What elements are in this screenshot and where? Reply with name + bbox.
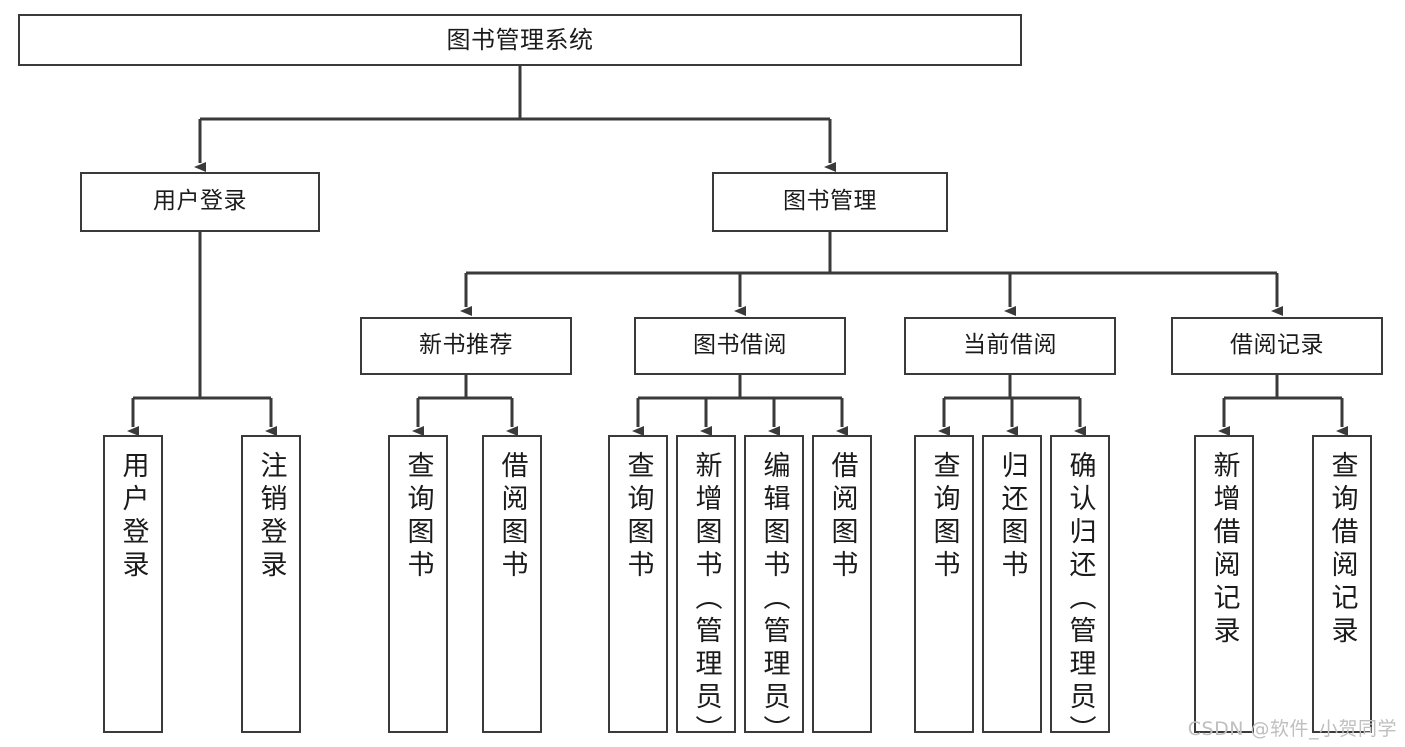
node-borrow-record[interactable]: 借阅记录 (1171, 317, 1383, 375)
leaf-borrow-add-book-admin[interactable]: 新增图书（管理员） (676, 435, 736, 747)
node-label: 查询图书 (402, 451, 434, 583)
node-new-book-recommend[interactable]: 新书推荐 (360, 317, 572, 375)
node-label: 查询图书 (622, 451, 654, 583)
node-book-management[interactable]: 图书管理 (712, 172, 948, 232)
node-user-login[interactable]: 用户登录 (80, 172, 320, 232)
leaf-current-return-book[interactable]: 归还图书 (982, 435, 1042, 733)
node-label: 借阅图书 (496, 451, 528, 583)
node-label: 注销登录 (255, 451, 287, 583)
node-label: 借阅记录 (1230, 332, 1324, 359)
leaf-recommend-borrow-book[interactable]: 借阅图书 (482, 435, 542, 733)
node-label: 用户登录 (153, 188, 247, 215)
leaf-user-login-login[interactable]: 用户登录 (103, 435, 163, 733)
node-label: 新增图书（管理员） (690, 451, 722, 747)
node-label: 借阅图书 (826, 451, 858, 583)
node-label: 当前借阅 (963, 332, 1057, 359)
leaf-user-login-logout[interactable]: 注销登录 (241, 435, 301, 733)
node-label: 图书借阅 (693, 332, 787, 359)
node-label: 归还图书 (996, 451, 1028, 583)
node-label: 用户登录 (117, 451, 149, 583)
leaf-borrow-borrow-book[interactable]: 借阅图书 (812, 435, 872, 733)
node-label: 图书管理 (783, 188, 877, 215)
leaf-borrow-edit-book-admin[interactable]: 编辑图书（管理员） (744, 435, 804, 747)
node-current-borrow[interactable]: 当前借阅 (904, 317, 1116, 375)
node-root-book-management-system[interactable]: 图书管理系统 (18, 14, 1022, 66)
node-label: 新增借阅记录 (1208, 451, 1240, 649)
node-label: 查询图书 (928, 451, 960, 583)
node-label: 确认归还（管理员） (1064, 451, 1096, 747)
node-book-borrow[interactable]: 图书借阅 (634, 317, 846, 375)
leaf-borrow-query-book[interactable]: 查询图书 (608, 435, 668, 733)
node-label: 编辑图书（管理员） (758, 451, 790, 747)
node-label: 新书推荐 (419, 332, 513, 359)
leaf-current-query-book[interactable]: 查询图书 (914, 435, 974, 733)
leaf-recommend-query-book[interactable]: 查询图书 (388, 435, 448, 733)
leaf-current-confirm-return-admin[interactable]: 确认归还（管理员） (1050, 435, 1110, 747)
leaf-record-query-borrow-record[interactable]: 查询借阅记录 (1312, 435, 1372, 733)
leaf-record-add-borrow-record[interactable]: 新增借阅记录 (1194, 435, 1254, 733)
csdn-watermark: CSDN @软件_小贺同学 (1187, 718, 1397, 740)
node-label: 查询借阅记录 (1326, 451, 1358, 649)
node-label: 图书管理系统 (446, 25, 594, 54)
